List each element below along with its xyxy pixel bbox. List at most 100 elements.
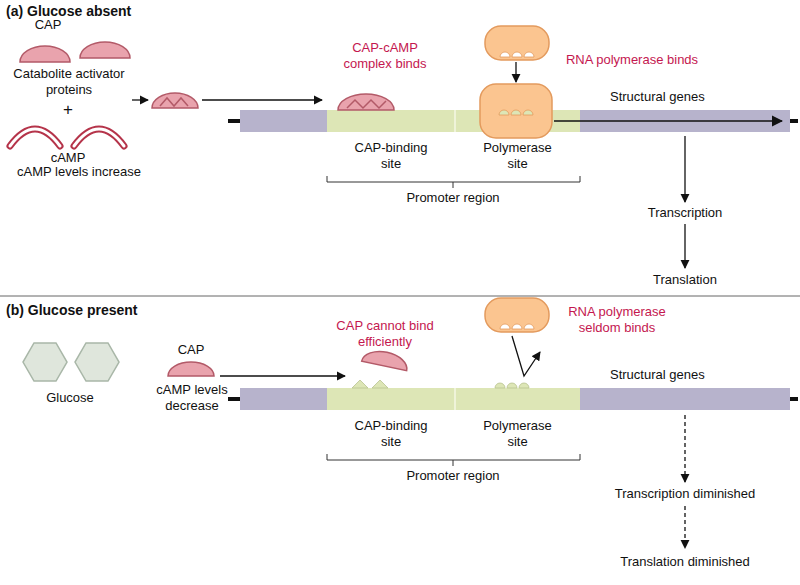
rna-polymerase [480, 84, 552, 138]
promoter-bracket [327, 454, 580, 466]
gene-segment [580, 388, 790, 410]
site-label: CAP-binding site [349, 140, 433, 171]
label: cAMP levels decrease [147, 382, 237, 413]
label-slot: Translation diminished [590, 554, 780, 570]
dna-end [228, 119, 240, 123]
label: cAMP [38, 150, 98, 166]
label-slot: cAMP [38, 150, 98, 166]
callout-text: CAP cannot bind efficiently [335, 318, 435, 349]
arrow [684, 415, 685, 482]
label-slot: Transcription [615, 205, 755, 221]
polymerase-site-fit [500, 324, 510, 329]
label-slot: Promoter region [383, 190, 523, 206]
label-slot: RNA polymerase binds [552, 52, 712, 68]
gene-label: Structural genes [610, 367, 705, 383]
label-slot: cAMP levels decrease [147, 382, 237, 413]
label-slot: Promoter region [383, 468, 523, 484]
label: Transcription [615, 205, 755, 221]
callout-text: RNA polymerase seldom binds [563, 304, 671, 335]
polymerase-site-bump [519, 383, 529, 388]
label: cAMP levels increase [4, 164, 154, 180]
promoter-bracket [327, 176, 580, 188]
dna-end [790, 119, 798, 123]
rna-polymerase [485, 298, 549, 332]
cap-protein [80, 42, 130, 58]
glucose-molecule [75, 343, 119, 381]
site-label: Polymerase site [476, 418, 560, 449]
polymerase-site-fit [523, 110, 533, 115]
polymerase-site-bump [507, 383, 517, 388]
polymerase-site-fit [524, 324, 534, 329]
arrow [684, 136, 685, 202]
cap-camp-complex [152, 93, 198, 108]
label-slot: RNA polymerase seldom binds [563, 304, 671, 335]
label-slot: CAP [23, 17, 73, 33]
promoter-segment [327, 388, 580, 410]
label: CAP [166, 342, 216, 358]
dna-segment [240, 110, 327, 132]
label-slot: Glucose [30, 390, 110, 406]
polymerase-site-fit [512, 52, 522, 57]
label-slot: + [58, 100, 78, 120]
arrow [202, 99, 322, 100]
polymerase-site-bump [495, 383, 505, 388]
cap-protein [168, 362, 214, 376]
label: Transcription diminished [590, 486, 780, 502]
camp-molecule [10, 129, 60, 146]
dna-region: Polymerase site [455, 388, 580, 410]
glucose-molecule [23, 343, 67, 381]
dna-region: Structural genes [580, 388, 790, 410]
arrow [684, 506, 685, 548]
camp-molecule [74, 129, 124, 146]
cap-binding-notch [352, 380, 368, 388]
cap-camp-complex [338, 94, 394, 110]
arrow [684, 224, 685, 268]
segment-divider [454, 388, 456, 410]
dna-segment [240, 388, 327, 410]
camp-molecule-inner [10, 129, 60, 146]
label-slot: CAP-cAMP complex binds [330, 40, 440, 71]
arrow [512, 336, 540, 376]
arrow [554, 120, 782, 122]
dna-region: CAP-binding site [327, 388, 455, 410]
label: Promoter region [383, 190, 523, 206]
label: Catabolite activator proteins [4, 66, 134, 97]
label: Promoter region [383, 468, 523, 484]
arrow [220, 375, 345, 376]
camp-in-cap [160, 98, 188, 106]
site-label: Polymerase site [476, 140, 560, 171]
callout-text: CAP-cAMP complex binds [330, 40, 440, 71]
label: CAP [23, 17, 73, 33]
segment-divider [454, 110, 456, 132]
dna-end [790, 397, 798, 401]
dna-region: Polymerase site [455, 110, 580, 132]
label-slot: Transcription diminished [590, 486, 780, 502]
cap-protein [362, 347, 410, 370]
camp-molecule-inner [74, 129, 124, 146]
gene-label: Structural genes [610, 89, 705, 105]
camp-in-cap [347, 100, 386, 108]
dna-region: Structural genes [580, 110, 790, 132]
cap-protein [20, 46, 70, 62]
label-slot: (b) Glucose present [6, 302, 226, 319]
panel-divider [0, 296, 800, 297]
arrow [132, 99, 148, 100]
polymerase-site-fit [524, 52, 534, 57]
label: Translation [615, 272, 755, 288]
label-slot: Translation [615, 272, 755, 288]
cap-binding-notch [372, 380, 388, 388]
label: Glucose [30, 390, 110, 406]
dna-region: CAP-binding site [327, 110, 455, 132]
dna-end [228, 397, 240, 401]
label: Translation diminished [590, 554, 780, 570]
callout-text: RNA polymerase binds [552, 52, 712, 68]
polymerase-site-fit [500, 52, 510, 57]
arrow [515, 62, 516, 82]
polymerase-site-fit [511, 110, 521, 115]
panel-heading: (b) Glucose present [6, 302, 226, 319]
polymerase-site-fit [499, 110, 509, 115]
label-slot: CAP cannot bind efficiently [335, 318, 435, 349]
label: + [58, 100, 78, 120]
label-slot: Catabolite activator proteins [4, 66, 134, 97]
